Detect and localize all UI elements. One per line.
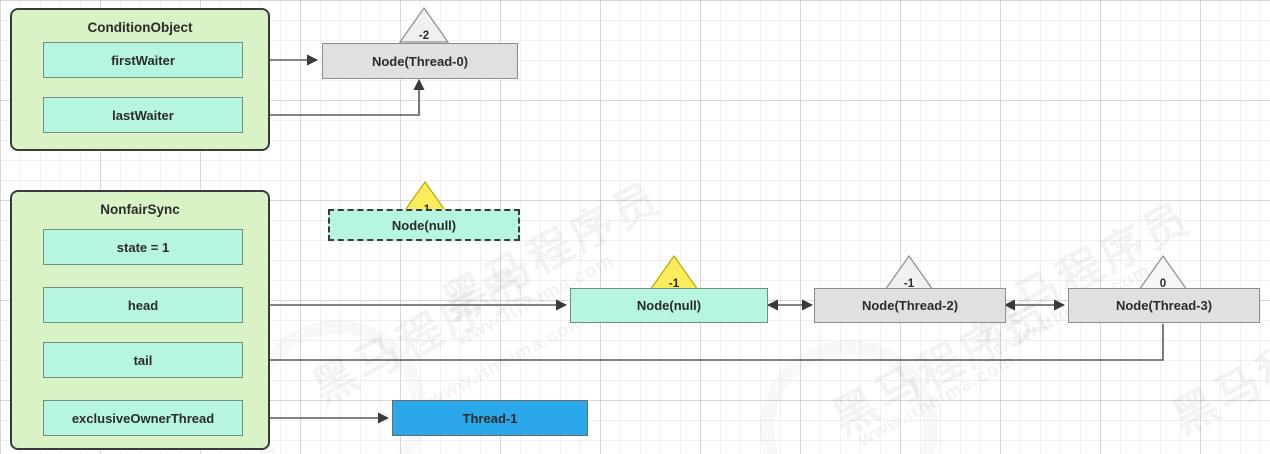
field-tail[interactable]: tail: [43, 342, 243, 378]
field-state[interactable]: state = 1: [43, 229, 243, 265]
wait-status-triangle-node-thread-0: -2: [398, 6, 450, 44]
group-title-condition-object: ConditionObject: [87, 20, 193, 35]
thread-1-box[interactable]: Thread-1: [392, 400, 588, 436]
thread-1-label: Thread-1: [462, 410, 518, 426]
node-label-thread-0: Node(Thread-0): [371, 53, 469, 69]
watermark-url: www.itheima.com: [855, 350, 1020, 451]
field-label-exclusive-owner-thread: exclusiveOwnerThread: [71, 410, 215, 426]
field-label-state: state =: [116, 239, 162, 255]
node-null-head[interactable]: Node(null): [570, 288, 768, 323]
wait-status-label-node-thread-3: 0: [1159, 278, 1167, 290]
field-label-last-waiter: lastWaiter: [112, 107, 174, 123]
wait-status-triangle-node-thread-2: -1: [883, 254, 935, 292]
field-value-state: 1: [161, 239, 170, 255]
field-first-waiter[interactable]: firstWaiter: [43, 42, 243, 78]
wait-status-label-node-thread-0: -2: [418, 30, 430, 42]
wait-status-triangle-node-null-head: -1: [648, 254, 700, 292]
watermark-cn: 黑马程序员: [304, 258, 540, 414]
node-thread-2[interactable]: Node(Thread-2): [814, 288, 1006, 323]
node-label-thread-2: Node(Thread-2): [861, 298, 959, 313]
wait-status-label-node-null-head: -1: [668, 278, 680, 290]
wait-status-triangle-node-thread-3: 0: [1137, 254, 1189, 292]
node-label-null-head: Node(null): [636, 298, 702, 313]
wait-status-label-node-thread-2: -1: [903, 278, 915, 290]
watermark-url: www.itheima.com: [425, 310, 590, 411]
node-null-detached[interactable]: Node(null): [328, 209, 520, 241]
field-head[interactable]: head: [43, 287, 243, 323]
connector-node-thread-3-to-tail: [238, 324, 1164, 366]
watermark-ring: [760, 340, 938, 454]
field-label-tail: tail: [133, 352, 153, 368]
node-label-null-detached: Node(null): [391, 217, 457, 233]
node-thread-0[interactable]: Node(Thread-0): [322, 43, 518, 79]
field-label-first-waiter: firstWaiter: [111, 52, 175, 68]
field-label-head: head: [127, 297, 159, 313]
node-label-thread-3: Node(Thread-3): [1115, 298, 1213, 313]
node-thread-3[interactable]: Node(Thread-3): [1068, 288, 1260, 323]
field-last-waiter[interactable]: lastWaiter: [43, 97, 243, 133]
field-exclusive-owner-thread[interactable]: exclusiveOwnerThread: [43, 400, 243, 436]
group-title-nonfair-sync: NonfairSync: [100, 202, 180, 217]
